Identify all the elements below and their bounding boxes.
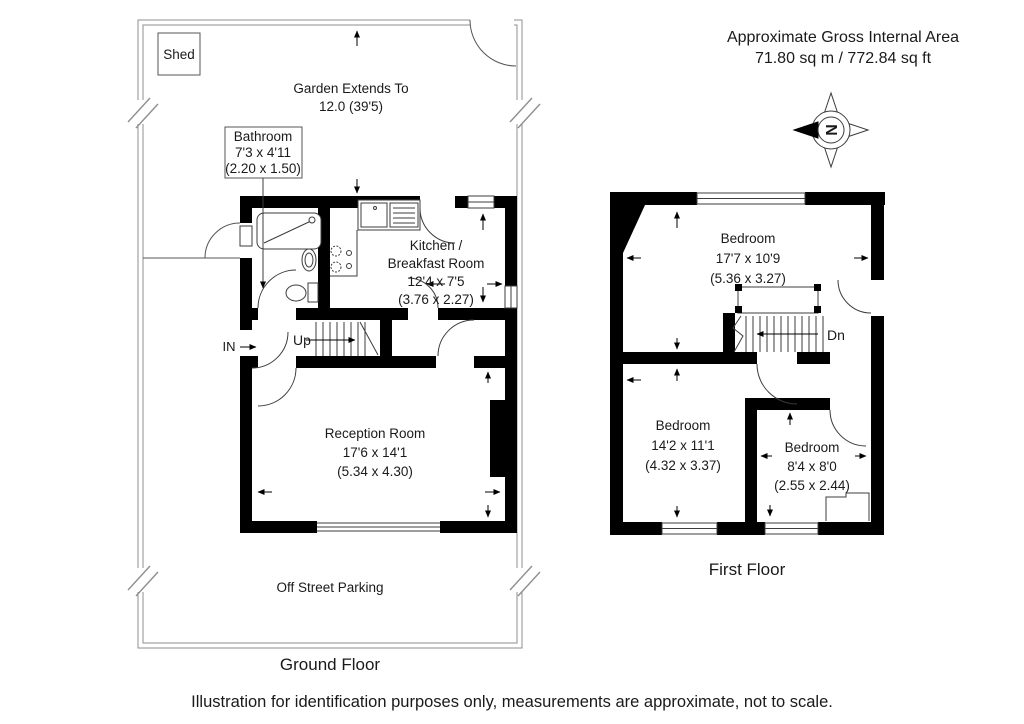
gross-area-value: 71.80 sq m / 772.84 sq ft <box>755 50 932 67</box>
compass-west-point <box>792 121 819 139</box>
bedroom3-dims-imperial: 8'4 x 8'0 <box>787 459 836 474</box>
bedroom1-dims-imperial: 17'7 x 10'9 <box>716 251 780 266</box>
bedroom1-dims-metric: (5.36 x 3.27) <box>710 271 786 286</box>
in-label: IN <box>223 339 236 354</box>
gf-kitchen-fixtures <box>330 199 421 277</box>
disclaimer-text: Illustration for identification purposes… <box>191 693 833 711</box>
stairs-break-line <box>732 315 744 353</box>
reception-dims-imperial: 17'6 x 14'1 <box>343 445 407 460</box>
ground-floor-caption: Ground Floor <box>280 655 380 674</box>
first-floor-plan: Bedroom 17'7 x 10'9 (5.36 x 3.27) Bedroo… <box>610 192 885 579</box>
kitchen-dims-imperial: 12'4 x 7'5 <box>408 274 465 289</box>
stove <box>330 245 352 273</box>
bedroom1-label: Bedroom <box>721 231 776 246</box>
boundary-break-marks <box>127 97 541 597</box>
ff-door-arcs <box>756 279 872 447</box>
parking-label: Off Street Parking <box>276 580 383 595</box>
compass-inner-circle <box>817 116 845 144</box>
bathroom-label: Bathroom <box>234 129 293 144</box>
reception-dims-metric: (5.34 x 4.30) <box>337 464 413 479</box>
bathroom-dims-imperial: 7'3 x 4'11 <box>235 145 291 160</box>
bedroom3-door-arc <box>829 409 867 447</box>
compass-rose-icon: N <box>792 91 870 169</box>
shed-label: Shed <box>163 47 195 62</box>
gf-door-arcs <box>251 207 475 407</box>
toilet-cistern <box>307 282 319 303</box>
toilet <box>285 284 307 302</box>
bathroom-door-arc <box>257 269 297 309</box>
kitchen-dims-metric: (3.76 x 2.27) <box>398 292 474 307</box>
bedroom2-dims-imperial: 14'2 x 11'1 <box>651 438 714 453</box>
dn-label: Dn <box>827 327 845 343</box>
ff-windows <box>661 192 819 535</box>
stairs-break-line <box>359 321 379 356</box>
page-footer: Illustration for identification purposes… <box>191 693 833 711</box>
front-door-arc <box>251 331 289 369</box>
kitchen-label-line2: Breakfast Room <box>388 256 485 271</box>
counter-edge <box>330 230 358 277</box>
bathroom-callout-box <box>224 126 303 179</box>
gross-area-title: Approximate Gross Internal Area <box>727 29 959 46</box>
bedroom1-door-arc <box>837 279 872 314</box>
shed <box>157 32 201 76</box>
gf-backdoor-threshold <box>239 225 253 247</box>
reception-label: Reception Room <box>325 426 426 441</box>
compass-north-letter: N <box>824 124 841 136</box>
plot-boundary-outer <box>137 19 523 649</box>
ff-stairs <box>732 315 824 353</box>
bathroom-callout: Bathroom 7'3 x 4'11 (2.20 x 1.50) <box>224 126 303 289</box>
garden-label-line1: Garden Extends To <box>293 81 408 96</box>
landing-reception-door-arc <box>437 319 475 357</box>
ff-dimension-arrows <box>626 211 869 518</box>
ff-exterior-walls <box>610 192 885 535</box>
kitchen-garden-door-arc <box>419 207 456 244</box>
ff-chamfer-corner <box>610 192 668 253</box>
plot-boundary-inner <box>142 24 518 644</box>
page-header: Approximate Gross Internal Area 71.80 sq… <box>727 29 959 67</box>
bedroom2-dims-metric: (4.32 x 3.37) <box>645 458 721 473</box>
bedroom3-dims-metric: (2.55 x 2.44) <box>774 478 850 493</box>
first-floor-caption: First Floor <box>709 560 786 579</box>
up-label: Up <box>293 332 311 348</box>
back-door-arc <box>204 222 241 259</box>
bedroom2-label: Bedroom <box>656 418 711 433</box>
garden-gate-door-arc <box>469 19 517 67</box>
ff-interior-walls <box>623 313 830 522</box>
gf-windows <box>239 195 518 533</box>
ground-floor-plan: Bathroom 7'3 x 4'11 (2.20 x 1.50) Shed G… <box>163 30 518 674</box>
garden-label-line2: 12.0 (39'5) <box>319 99 383 114</box>
gf-bathroom-fixtures <box>256 212 322 303</box>
bathroom-dims-metric: (2.20 x 1.50) <box>225 161 301 176</box>
bedroom3-label: Bedroom <box>785 440 840 455</box>
gf-stairs <box>306 321 379 356</box>
reception-door-arc <box>257 367 297 407</box>
garden-area <box>127 19 541 649</box>
gf-dimension-arrows <box>240 30 503 518</box>
ff-cupboard <box>825 492 870 521</box>
ff-wardrobe <box>735 284 821 314</box>
bedroom2-door-arc <box>756 363 798 405</box>
kitchen-label-line1: Kitchen / <box>410 238 463 253</box>
